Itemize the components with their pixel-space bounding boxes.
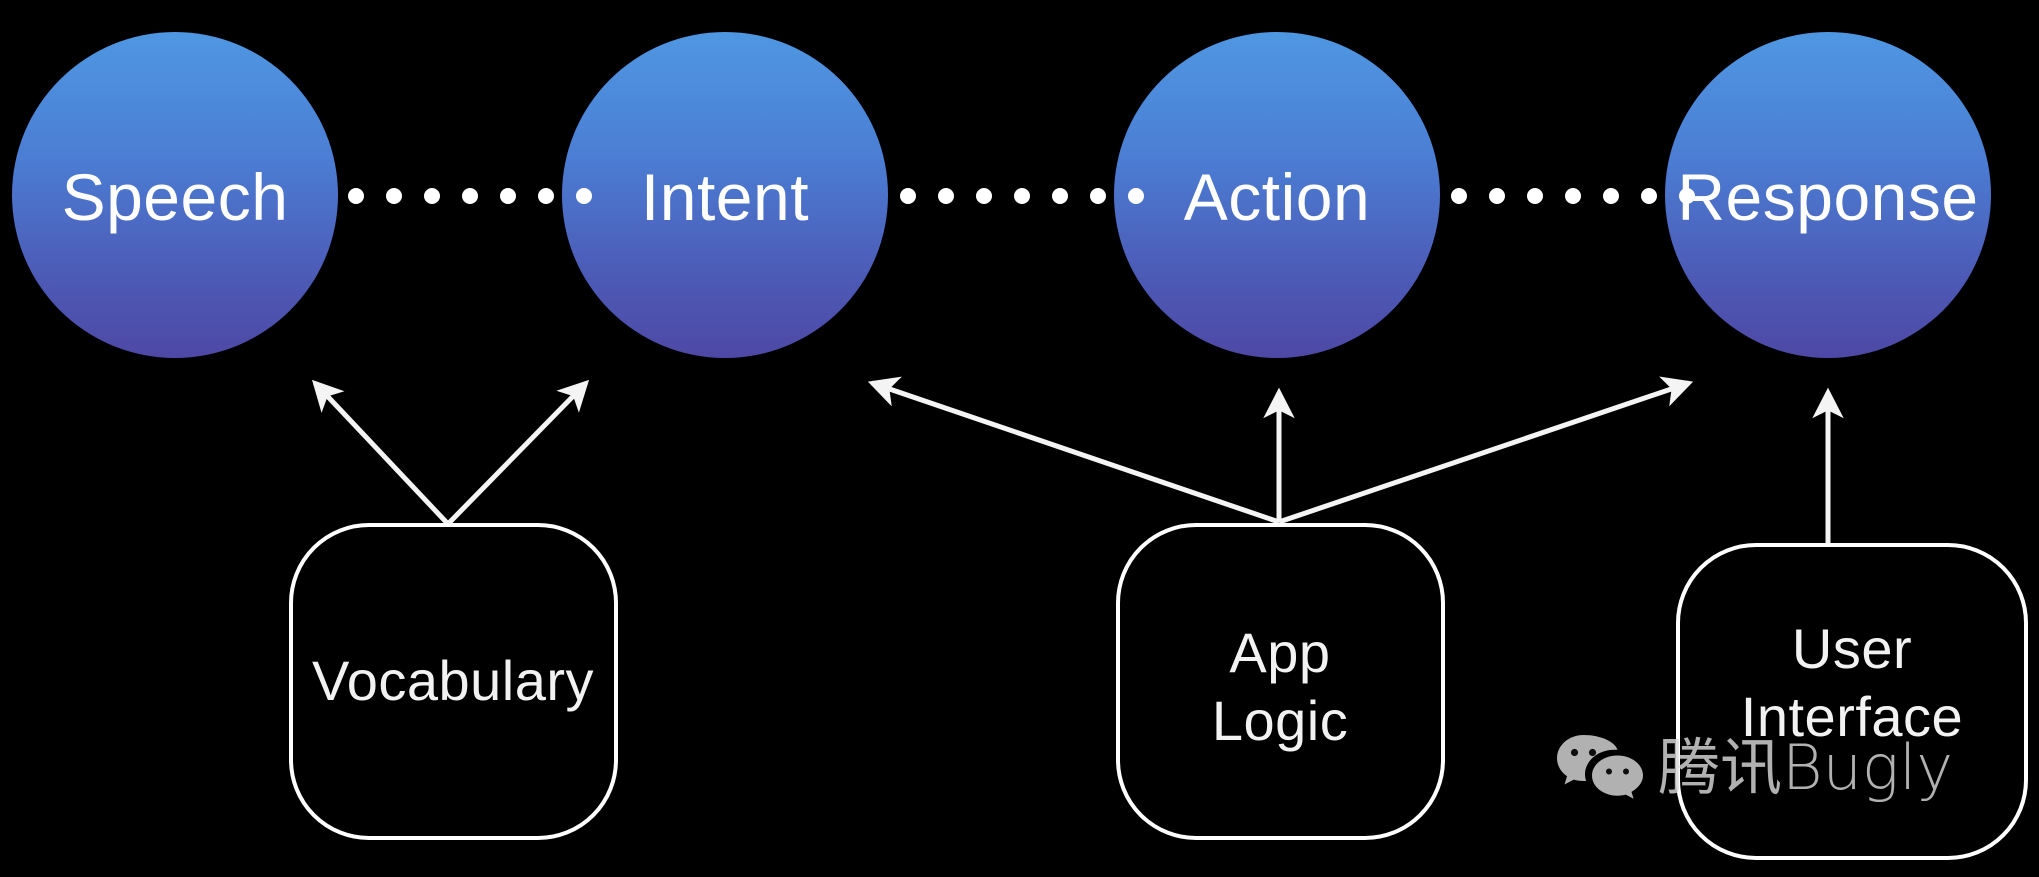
arrow-app-logic-to-intent <box>867 376 1280 525</box>
connector-dot <box>1128 188 1144 204</box>
arrow-vocabulary-to-intent <box>446 379 590 526</box>
arrow-app-logic-to-response <box>1278 376 1694 525</box>
action-label: Action <box>1184 160 1370 234</box>
pipeline-node-speech[interactable]: Speech <box>12 32 338 358</box>
connector-dot <box>1489 188 1505 204</box>
connector-dot <box>976 188 992 204</box>
connector-dot <box>1014 188 1030 204</box>
connector-dot <box>424 188 440 204</box>
connector-dot <box>538 188 554 204</box>
connector-speech-intent <box>348 188 592 204</box>
app-logic-box-outline[interactable] <box>1116 523 1445 840</box>
arrow-vocabulary-to-speech <box>311 379 450 526</box>
vocabulary-label: Vocabulary <box>312 649 594 712</box>
connector-dot <box>500 188 516 204</box>
speech-label: Speech <box>62 160 289 234</box>
connector-intent-action <box>900 188 1144 204</box>
user-interface-label-line1: User <box>1792 617 1912 680</box>
connector-dot <box>938 188 954 204</box>
connector-action-response <box>1451 188 1695 204</box>
connector-dot <box>348 188 364 204</box>
component-box-app-logic[interactable]: App Logic <box>1116 523 1445 840</box>
connector-dot <box>1679 188 1695 204</box>
component-box-vocabulary[interactable]: Vocabulary <box>289 523 618 840</box>
action-circle[interactable] <box>1114 32 1440 358</box>
connector-dot <box>1090 188 1106 204</box>
connector-dot <box>576 188 592 204</box>
connector-dot <box>1641 188 1657 204</box>
speech-circle[interactable] <box>12 32 338 358</box>
connector-dot <box>1565 188 1581 204</box>
intent-circle[interactable] <box>562 32 888 358</box>
connector-dot <box>1451 188 1467 204</box>
pipeline-node-intent[interactable]: Intent <box>562 32 888 358</box>
connector-dot <box>900 188 916 204</box>
response-label: Response <box>1677 160 1978 234</box>
user-interface-box-outline[interactable] <box>1676 543 2028 860</box>
app-logic-label-line2: Logic <box>1212 689 1348 752</box>
connector-dot <box>1603 188 1619 204</box>
intent-label: Intent <box>641 160 809 234</box>
vocabulary-box-outline[interactable] <box>289 523 618 840</box>
response-circle[interactable] <box>1665 32 1991 358</box>
connector-dot <box>462 188 478 204</box>
pipeline-node-action[interactable]: Action <box>1114 32 1440 358</box>
pipeline-node-response[interactable]: Response <box>1665 32 1991 358</box>
connector-dot <box>386 188 402 204</box>
component-box-user-interface[interactable]: User Interface <box>1676 543 2028 860</box>
app-logic-label-line1: App <box>1229 621 1330 684</box>
connector-dot <box>1052 188 1068 204</box>
connector-dot <box>1527 188 1543 204</box>
user-interface-label-line2: Interface <box>1741 685 1963 748</box>
